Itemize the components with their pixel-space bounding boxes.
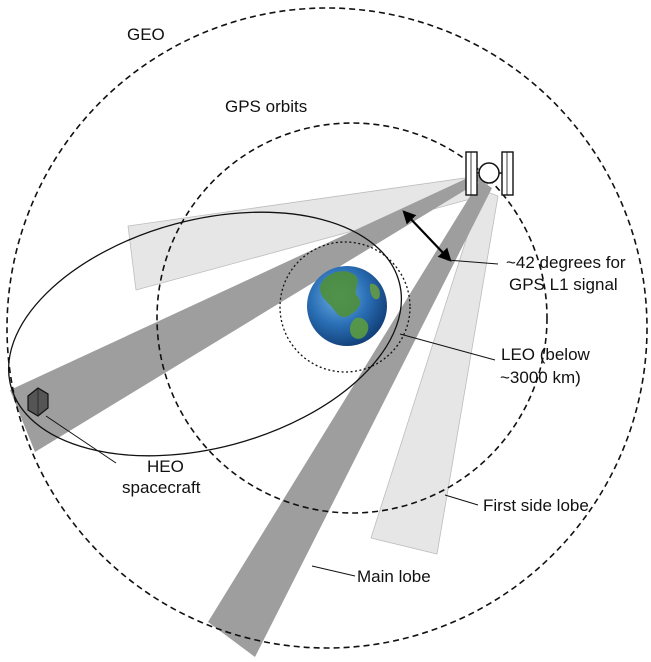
main-lobe-beam — [10, 175, 490, 452]
heo-leader — [45, 415, 117, 464]
side-lobe-lower — [370, 189, 499, 555]
beamwidth-leader — [446, 259, 499, 265]
leo-label-line1: LEO (below — [501, 345, 591, 364]
gps-satellite-icon — [465, 151, 514, 196]
beamwidth-label-line1: ~42 degrees for — [506, 253, 626, 272]
beamwidth-label-line2: GPS L1 signal — [509, 275, 618, 294]
main-lobe-label: Main lobe — [357, 567, 431, 586]
geo-orbit — [6, 7, 648, 649]
double-headed-arrow-icon — [402, 210, 452, 262]
main-lobe-beam-lower — [208, 180, 492, 657]
heo-label-line1: HEO — [147, 457, 184, 476]
heo-spacecraft-icon — [27, 387, 49, 417]
geo-label: GEO — [127, 25, 165, 44]
leo-label-line2: ~3000 km) — [500, 368, 581, 387]
leo-leader — [399, 333, 496, 361]
leo-boundary — [279, 241, 411, 373]
heo-label-line2: spacecraft — [122, 478, 201, 497]
gps-orbit — [156, 122, 548, 514]
first-side-lobe-label: First side lobe — [483, 496, 589, 515]
earth-globe-icon — [307, 266, 387, 346]
gps-orbits-label: GPS orbits — [225, 97, 307, 116]
side-lobe-leader — [444, 494, 479, 506]
heo-orbit — [7, 211, 403, 457]
main-lobe-leader — [311, 565, 356, 577]
